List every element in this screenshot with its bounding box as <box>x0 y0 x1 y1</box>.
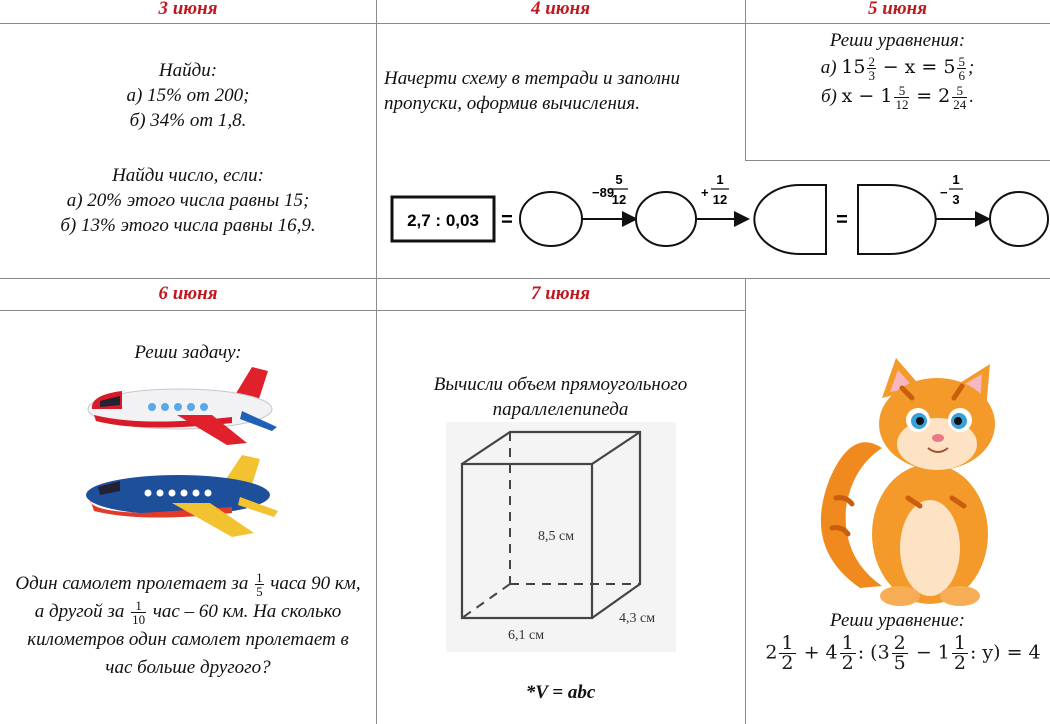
task1-title: Найди: <box>158 60 218 81</box>
date-june-4: 4 июня <box>530 0 591 19</box>
grid-line <box>745 160 1050 161</box>
volume-formula: *V = abc <box>525 682 596 703</box>
june5-title: Реши уравнения: <box>829 30 966 51</box>
task1-a: а) 15% от 200; <box>126 85 250 106</box>
cat-illustration <box>820 358 995 606</box>
start-box <box>390 195 496 243</box>
blank-half-shape-left[interactable] <box>753 184 827 255</box>
calculation-chain-diagram: 2,7 : 0,03 = −89 5 12 + 1 12 = − 1 3 <box>390 172 1049 255</box>
june4-instruction: Начерти схему в тетради и заполни пропус… <box>384 68 680 114</box>
equals-sign-2: = <box>836 209 848 231</box>
task2-title: Найди число, если: <box>112 165 264 186</box>
op2-den: 12 <box>713 192 727 207</box>
parallelepiped-diagram: 8,5 см 4,3 см 6,1 см <box>446 422 676 652</box>
airplane-red-illustration <box>87 367 277 445</box>
cat-cell-title: Реши уравнение: <box>830 610 965 631</box>
equals-sign-1: = <box>501 209 513 231</box>
op2-num: 1 <box>716 172 723 187</box>
op3-sign: − <box>940 185 948 200</box>
op1-den: 12 <box>612 192 626 207</box>
date-june-7: 7 июня <box>530 283 591 304</box>
blank-oval-1[interactable] <box>519 191 583 247</box>
start-box-text: 2,7 : 0,03 <box>407 211 479 230</box>
june7-title: Вычисли объем прямоугольного параллелепи… <box>433 374 688 420</box>
problem-line-4: час больше другого? <box>105 657 271 679</box>
grid-line <box>0 23 1050 24</box>
blank-oval-3[interactable] <box>989 191 1049 247</box>
task1-b: б) 34% от 1,8. <box>129 110 247 131</box>
op3-num: 1 <box>952 172 959 187</box>
june6-title: Реши задачу: <box>134 342 242 363</box>
date-june-3: 3 июня <box>158 0 218 19</box>
task2-a: а) 20% этого числа равны 15; <box>66 190 310 211</box>
width-label: 6,1 см <box>508 628 544 643</box>
date-june-6: 6 июня <box>158 283 218 304</box>
op3-den: 3 <box>952 192 959 207</box>
blank-oval-2[interactable] <box>635 191 697 247</box>
problem-line-3: километров один самолет пролетает в <box>27 629 349 651</box>
op2-sign: + <box>701 185 709 200</box>
height-label: 8,5 см <box>538 529 574 544</box>
grid-line <box>376 0 377 724</box>
op1-num: 5 <box>615 172 622 187</box>
task2-b: б) 13% этого числа равны 16,9. <box>60 215 316 236</box>
grid-line <box>0 278 1050 279</box>
grid-line <box>745 0 746 160</box>
grid-line <box>0 310 745 311</box>
depth-label: 4,3 см <box>619 611 655 626</box>
grid-line <box>745 278 746 724</box>
june3-tasks: Найди: а) 15% от 200; б) 34% от 1,8. Най… <box>0 58 376 238</box>
op1-sign: −89 <box>592 185 614 200</box>
blank-half-shape-right[interactable] <box>857 184 937 255</box>
airplane-blue-illustration <box>86 455 278 537</box>
date-june-5: 5 июня <box>867 0 928 19</box>
